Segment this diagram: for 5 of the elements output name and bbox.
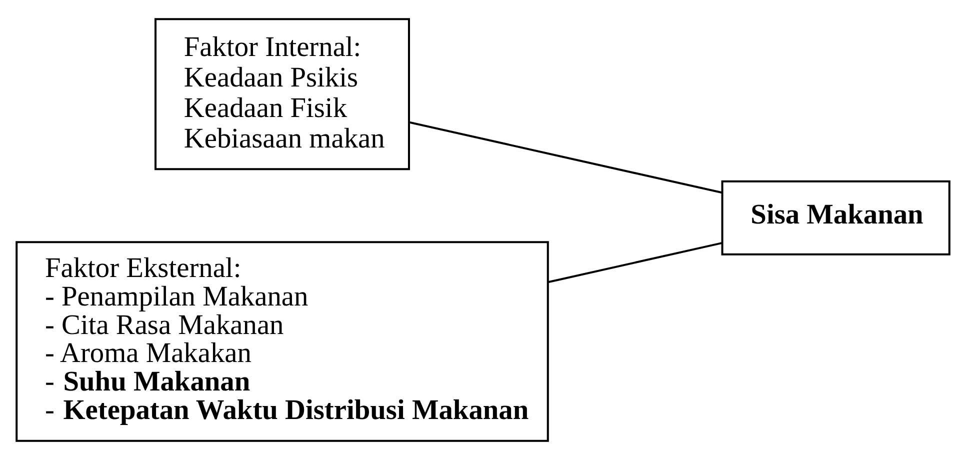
connector — [409, 121, 722, 194]
node-box: Sisa Makanan — [721, 180, 950, 256]
node-box: Faktor Eksternal: - Penampilan Makanan - Cita Rasa Makanan - Aroma Makakan - Suhu Makanan - Ketepatan Waktu Distribusi Makanan — [16, 241, 549, 442]
node-box: Faktor Internal: Keadaan Psikis Keadaan Fisik Kebiasaan makan — [154, 18, 410, 170]
connector — [548, 242, 722, 284]
